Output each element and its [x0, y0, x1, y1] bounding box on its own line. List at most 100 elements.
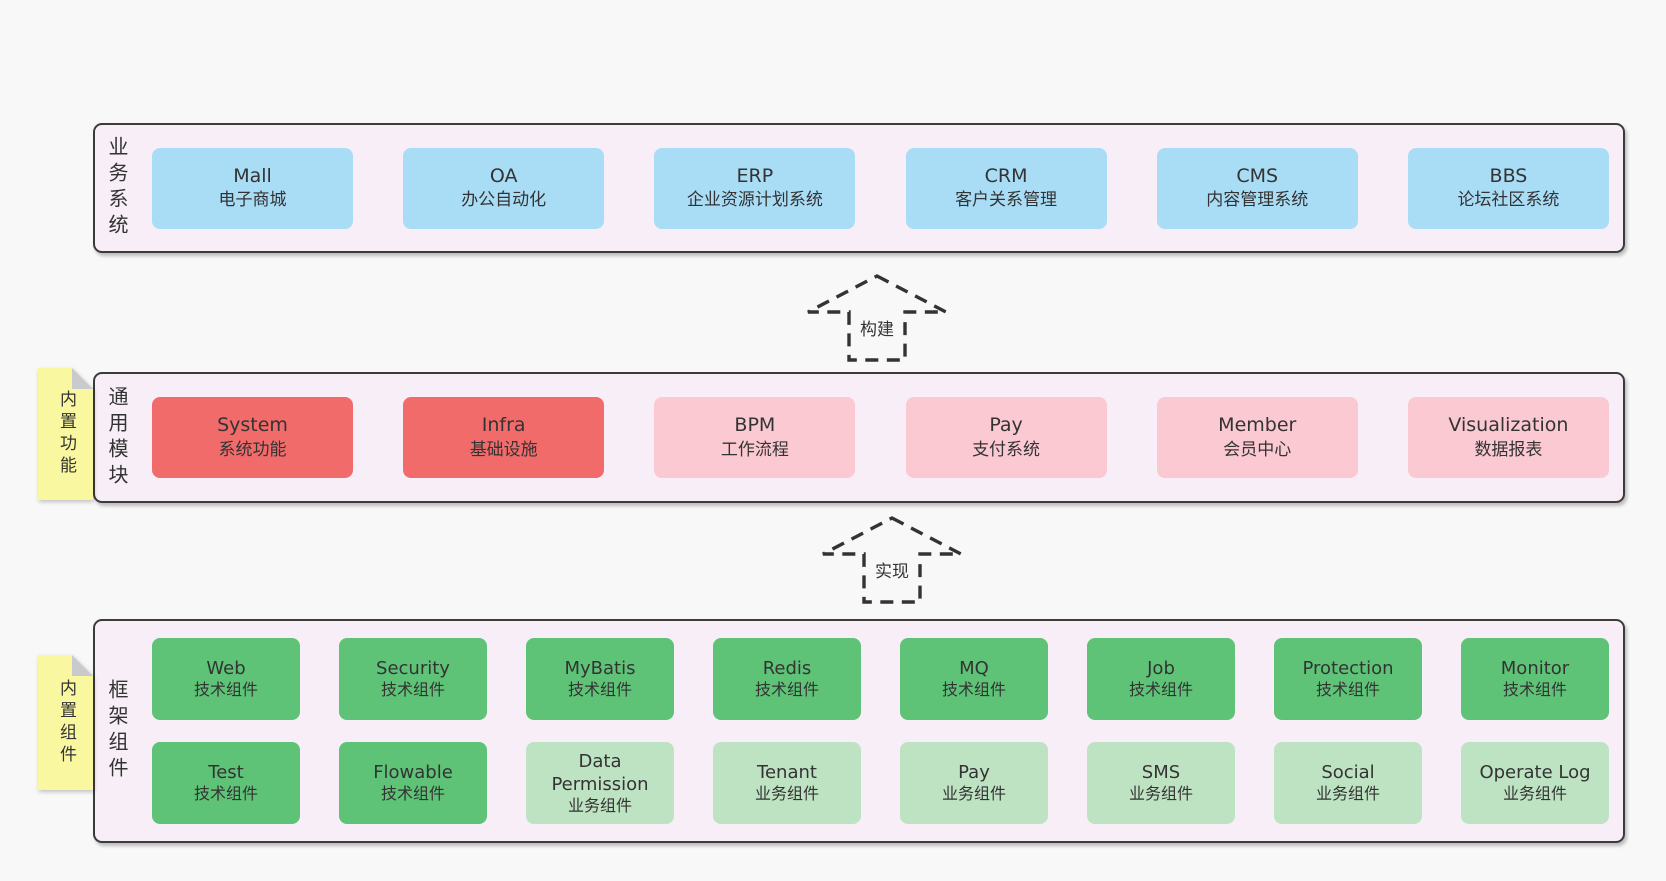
box-data-permission: Data Permission 业务组件 [526, 742, 674, 824]
box-title: OA [489, 164, 518, 187]
box-subtitle: 工作流程 [720, 439, 789, 460]
box-subtitle: 论坛社区系统 [1457, 190, 1560, 211]
sticky-note-builtin-functions: 内置功能 [38, 368, 93, 500]
box-subtitle: 技术组件 [380, 680, 445, 700]
box-cms: CMS 内容管理系统 [1156, 147, 1358, 229]
box-subtitle: 电子商城 [218, 190, 287, 211]
box-title: CRM [984, 164, 1028, 187]
sticky-note-label: 内置功能 [56, 390, 76, 478]
box-visualization: Visualization 数据报表 [1407, 397, 1609, 478]
box-subtitle: 内容管理系统 [1206, 190, 1309, 211]
box-subtitle: 技术组件 [1502, 680, 1567, 700]
up-arrow-shape [807, 274, 947, 362]
box-subtitle: 技术组件 [754, 680, 819, 700]
sticky-note-label: 内置组件 [56, 678, 76, 767]
box-subtitle: 业务组件 [1128, 784, 1193, 804]
box-subtitle: 技术组件 [1315, 680, 1380, 700]
box-system: System 系统功能 [152, 397, 353, 478]
box-title: BPM [734, 414, 776, 437]
box-title: Mall [233, 164, 272, 187]
fold-corner-icon [72, 368, 93, 389]
biz-components-row: Test 技术组件 Flowable 技术组件 Data Permission … [152, 742, 1609, 824]
box-subtitle: 基础设施 [469, 439, 538, 460]
box-title: Pay [958, 762, 990, 784]
box-monitor: Monitor 技术组件 [1461, 638, 1609, 720]
box-title: Infra [481, 414, 526, 437]
box-pay-module: Pay 支付系统 [905, 397, 1107, 478]
box-sms: SMS 业务组件 [1087, 742, 1235, 824]
box-mq: MQ 技术组件 [900, 638, 1048, 720]
layer-framework-components: 框架组件 Web 技术组件 Security 技术组件 MyBatis 技术组件… [93, 619, 1625, 843]
layer-label-framework-components: 框架组件 [105, 679, 129, 783]
box-web: Web 技术组件 [152, 638, 300, 720]
box-title: MQ [959, 658, 989, 680]
box-title: SMS [1141, 762, 1181, 784]
box-subtitle: 客户关系管理 [955, 190, 1058, 211]
box-member: Member 会员中心 [1156, 397, 1358, 478]
box-flowable: Flowable 技术组件 [339, 742, 487, 824]
box-crm: CRM 客户关系管理 [905, 147, 1107, 229]
box-redis: Redis 技术组件 [713, 638, 861, 720]
box-subtitle: 业务组件 [567, 795, 632, 815]
box-mall: Mall 电子商城 [152, 147, 353, 229]
layer-common-modules: 通用模块 System 系统功能 Infra 基础设施 BPM 工作流程 Pay… [93, 372, 1625, 503]
layer-label-common-modules: 通用模块 [105, 385, 129, 490]
box-title: Protection [1302, 658, 1394, 680]
common-modules-row: System 系统功能 Infra 基础设施 BPM 工作流程 Pay 支付系统… [152, 374, 1609, 501]
box-title: Job [1147, 658, 1175, 680]
box-bpm: BPM 工作流程 [654, 397, 856, 478]
box-subtitle: 办公自动化 [461, 190, 547, 211]
box-title: Test [208, 762, 244, 784]
arrow-label-implement: 实现 [875, 562, 909, 582]
sticky-note-paper [38, 368, 93, 500]
box-bbs: BBS 论坛社区系统 [1407, 147, 1609, 229]
box-infra: Infra 基础设施 [403, 397, 605, 478]
box-subtitle: 技术组件 [941, 680, 1006, 700]
arrow-label-bg [867, 558, 917, 584]
box-title: MyBatis [564, 658, 636, 680]
box-mybatis: MyBatis 技术组件 [526, 638, 674, 720]
box-subtitle: 会员中心 [1223, 439, 1292, 460]
dashed-up-arrow-implement: 实现 [822, 516, 962, 604]
box-job: Job 技术组件 [1087, 638, 1235, 720]
box-title: System [217, 414, 288, 437]
box-operate-log: Operate Log 业务组件 [1461, 742, 1609, 824]
box-security: Security 技术组件 [339, 638, 487, 720]
layer-label-business-systems: 业务系统 [105, 136, 129, 240]
box-subtitle: 技术组件 [1128, 680, 1193, 700]
tech-components-row: Web 技术组件 Security 技术组件 MyBatis 技术组件 Redi… [152, 638, 1609, 720]
box-oa: OA 办公自动化 [403, 147, 605, 229]
box-title: Web [206, 658, 246, 680]
box-social: Social 业务组件 [1274, 742, 1422, 824]
box-pay-component: Pay 业务组件 [900, 742, 1048, 824]
box-subtitle: 企业资源计划系统 [686, 190, 823, 211]
box-title: Security [376, 658, 450, 680]
box-title: Operate Log [1479, 762, 1591, 784]
up-arrow-shape [822, 516, 962, 604]
box-subtitle: 技术组件 [193, 784, 258, 804]
box-subtitle: 业务组件 [941, 784, 1006, 804]
fold-corner-icon [72, 655, 93, 676]
box-tenant: Tenant 业务组件 [713, 742, 861, 824]
box-title: ERP [736, 164, 774, 187]
box-subtitle: 技术组件 [193, 680, 258, 700]
box-subtitle: 系统功能 [218, 439, 287, 460]
box-title: CMS [1236, 164, 1279, 187]
framework-components-rows: Web 技术组件 Security 技术组件 MyBatis 技术组件 Redi… [152, 638, 1609, 824]
dashed-up-arrow-build: 构建 [807, 274, 947, 362]
box-subtitle: 数据报表 [1474, 439, 1543, 460]
box-protection: Protection 技术组件 [1274, 638, 1422, 720]
layer-business-systems: 业务系统 Mall 电子商城 OA 办公自动化 ERP 企业资源计划系统 CRM… [93, 123, 1625, 253]
box-title: Social [1321, 762, 1375, 784]
box-title: BBS [1489, 164, 1528, 187]
box-subtitle: 业务组件 [1502, 784, 1567, 804]
box-subtitle: 支付系统 [972, 439, 1041, 460]
box-subtitle: 技术组件 [567, 680, 632, 700]
business-systems-row: Mall 电子商城 OA 办公自动化 ERP 企业资源计划系统 CRM 客户关系… [152, 125, 1609, 251]
arrow-label-bg [852, 316, 902, 342]
box-title: Tenant [757, 762, 817, 784]
box-title: Monitor [1500, 658, 1570, 680]
arrow-label-build: 构建 [860, 320, 894, 340]
box-title: Member [1218, 414, 1297, 437]
